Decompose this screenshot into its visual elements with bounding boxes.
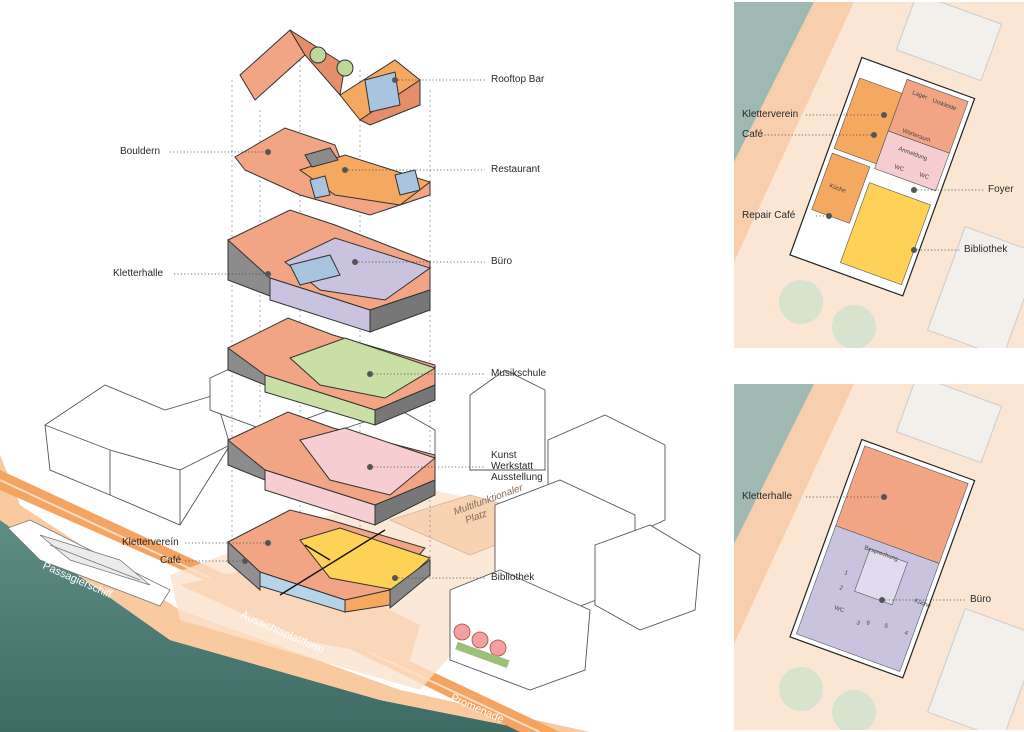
plan1-label-cafe: Café <box>742 129 764 140</box>
plan1-label-kletterverein: Kletterverein <box>742 109 799 120</box>
label-bibliothek: Bibliothek <box>491 572 535 583</box>
plan2-tree <box>832 690 876 730</box>
plan2-room: 3 <box>855 620 861 627</box>
plan2-leaders <box>806 496 966 601</box>
plan2-tree <box>779 667 823 711</box>
plan2-neighbour <box>926 607 1024 730</box>
plan2-label-kletterhalle: Kletterhalle <box>742 491 793 502</box>
plan1-building <box>789 56 976 297</box>
plan1-tree <box>832 305 876 348</box>
plan2-building <box>789 438 976 679</box>
plan1-label-foyer: Foyer <box>988 184 1014 195</box>
label-restaurant: Restaurant <box>491 164 540 175</box>
plan2-room: WC <box>833 605 845 614</box>
level-ground <box>227 509 431 613</box>
plan2-room: Küche <box>913 598 932 610</box>
circulation-arrows <box>279 529 386 596</box>
plan2-room: 4 <box>903 630 909 637</box>
level-office <box>227 209 432 333</box>
river-water <box>0 520 540 732</box>
platform-deck <box>180 560 420 660</box>
plan2-label-buero: Büro <box>970 594 992 605</box>
plan2-leader-dots <box>879 494 887 603</box>
passenger-ship <box>7 519 171 607</box>
level-restaurant <box>234 127 432 216</box>
level-art <box>227 411 437 526</box>
plan1-neighbour <box>926 225 1024 348</box>
label-rooftop-bar: Rooftop Bar <box>491 74 545 85</box>
plan1-room: Küche <box>828 183 847 195</box>
label-bouldern: Bouldern <box>120 146 161 157</box>
plan1-label-repair-cafe: Repair Café <box>742 210 796 221</box>
level-music <box>227 317 437 426</box>
trees <box>453 623 507 657</box>
level-rooftop <box>239 29 421 126</box>
plan2-room: 5 <box>883 623 889 630</box>
plan2-room: 6 <box>865 620 871 627</box>
label-kunst: Kunst Werkstatt Ausstellung <box>491 450 543 483</box>
ground-floor-plan: Lager Umkleide Warteraum Anmeldung WC WC… <box>734 2 1024 348</box>
green-planter <box>455 641 510 669</box>
plan1-room: WC <box>893 164 905 173</box>
plan1-room: WC <box>918 172 930 181</box>
quay-strip <box>0 455 590 732</box>
plan2-neighbour <box>895 384 1003 464</box>
label-buero: Büro <box>491 256 513 267</box>
plan1-promenade <box>734 2 854 262</box>
label-cafe: Café <box>160 555 182 566</box>
plan2-room: 2 <box>838 585 844 592</box>
plan1-leader-dots <box>826 112 917 253</box>
plan1-neighbour <box>895 2 1003 82</box>
plan1-room: Lager <box>911 90 927 101</box>
label-kletterverein: Klettervereín <box>122 537 179 548</box>
label-kletterhalle: Kletterhalle <box>113 268 164 279</box>
plan1-tree <box>779 280 823 324</box>
axonometric-leaders <box>170 79 485 579</box>
plan1-label-bibliothek: Bibliothek <box>964 244 1008 255</box>
plan2-promenade <box>734 384 854 644</box>
plan2-room: 1 <box>843 570 849 577</box>
upper-floor-plan: Küche WC 1 2 3 4 5 6 Besprechung <box>734 384 1024 730</box>
leader-dots <box>242 77 398 581</box>
label-musikschule: Musikschule <box>491 368 547 379</box>
